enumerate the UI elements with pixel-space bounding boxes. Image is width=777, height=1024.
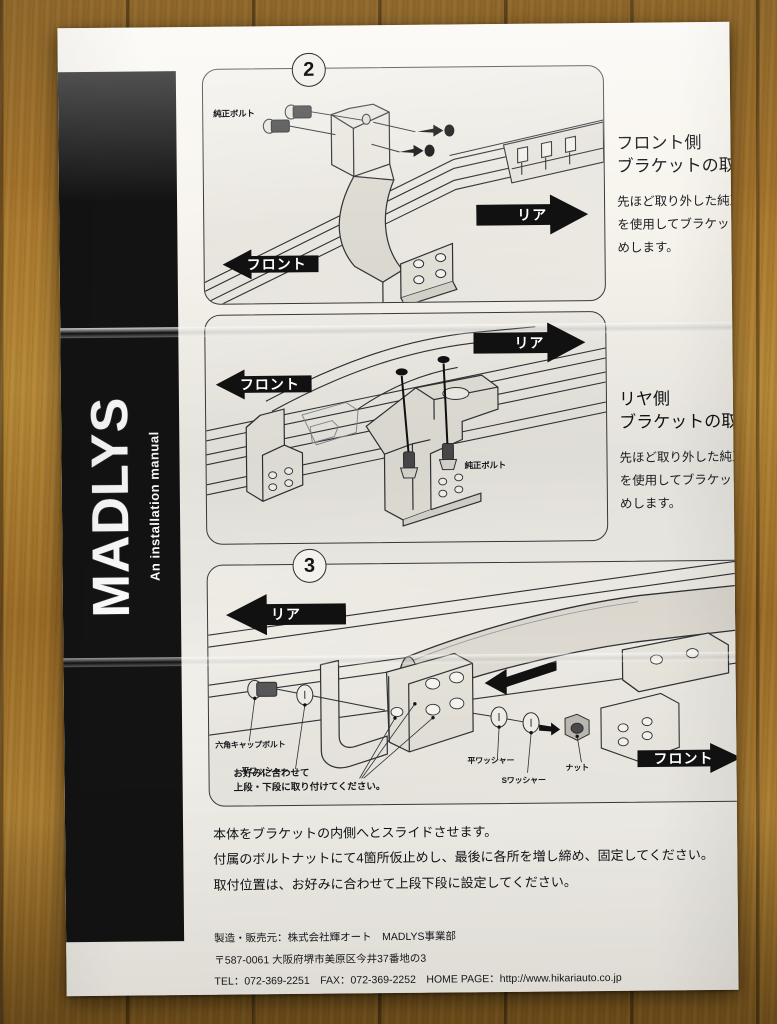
caption-rear-bracket: リヤ側 ブラケットの取り付け 先ほど取り外した純正ボルトを使用してブラケットを仮…: [619, 387, 739, 516]
caption-front-heading-line1: フロント側: [616, 133, 702, 153]
step-3-badge: 3: [292, 548, 327, 584]
manual-content: 純正ボルト リア フロント 2: [183, 22, 739, 995]
illustration-panel-bar-mount: リア フロント 六角キャップボルト 平ワッシャー 平ワッシャー Sワッシャー ナ…: [206, 559, 739, 807]
caption-rear-body: 先ほど取り外した純正ボルトを使用してブラケットを仮止めします。: [619, 449, 739, 511]
caption-front-heading-line2: ブラケットの取り付け: [616, 155, 739, 176]
caption-rear-heading: リヤ側 ブラケットの取り付け: [619, 387, 739, 435]
caption-front-body: 先ほど取り外した純正ボルトを使用してブラケットを仮止めします。: [616, 193, 739, 256]
brand-spine: MADLYS An installation manual: [57, 71, 185, 943]
illustration-panel-front: 純正ボルト リア フロント: [201, 65, 607, 305]
arrow-front-label-2: フロント: [239, 375, 300, 393]
step-2-number: 2: [303, 58, 315, 81]
manufacturer-footer: 製造・販売元：株式会社輝オート MADLYS事業部 〒587-0061 大阪府堺…: [214, 924, 739, 994]
step-2-badge: 2: [291, 52, 326, 87]
label-hex-cap-bolt: 六角キャップボルト: [215, 740, 286, 750]
instruction-line-2: 付属のボルトナットにて4箇所仮止めし、最後に各所を増し締め、固定してください。: [213, 847, 714, 868]
arrow-front-label: フロント: [246, 255, 307, 273]
instruction-line-3: 取付位置は、お好みに合わせて上段下段に設定してください。: [213, 873, 577, 893]
label-nut: ナット: [565, 763, 589, 773]
brand-subtitle: An installation manual: [145, 431, 163, 582]
illustration-panel-rear: 純正ボルト リア フロント: [204, 310, 609, 545]
caption-front-bracket: フロント側 ブラケットの取り付け 先ほど取り外した純正ボルトを使用してブラケット…: [616, 131, 738, 260]
label-flat-washer-right: 平ワッシャー: [467, 755, 515, 766]
note-mount-position: お好みに合わせて 上段・下段に取り付けてください。: [233, 767, 386, 794]
manual-sheet: MADLYS An installation manual: [57, 21, 739, 997]
arrow-rear-label: リア: [517, 206, 548, 223]
brand-wordmark: MADLYS: [80, 396, 141, 618]
caption-front-heading: フロント側 ブラケットの取り付け: [616, 131, 738, 179]
arrow-rear-label-2: リア: [514, 334, 545, 351]
caption-rear-heading-line2: ブラケットの取り付け: [619, 411, 739, 432]
rear-bracket-illustration: [205, 312, 607, 544]
arrow-front-label-3: フロント: [653, 749, 714, 767]
label-spring-washer: Sワッシャー: [501, 775, 546, 786]
arrow-rear-label-3: リア: [270, 605, 302, 623]
step-3-number: 3: [303, 554, 316, 577]
label-original-bolt-rear: 純正ボルト: [464, 459, 507, 471]
front-bracket-illustration: [202, 66, 605, 304]
bar-mount-illustration: [207, 560, 739, 806]
bar-mount-drawing: [207, 560, 739, 779]
caption-rear-heading-line1: リヤ側: [618, 389, 671, 409]
front-bracket-drawing: [202, 103, 605, 304]
rear-bracket-drawing: [205, 326, 607, 527]
label-original-bolt: 純正ボルト: [213, 108, 255, 119]
final-instructions: 本体をブラケットの内側へとスライドさせます。 付属のボルトナットにて4箇所仮止め…: [213, 817, 734, 898]
footer-contact: TEL：072-369-2251 FAX：072-369-2252 HOME P…: [214, 971, 622, 988]
